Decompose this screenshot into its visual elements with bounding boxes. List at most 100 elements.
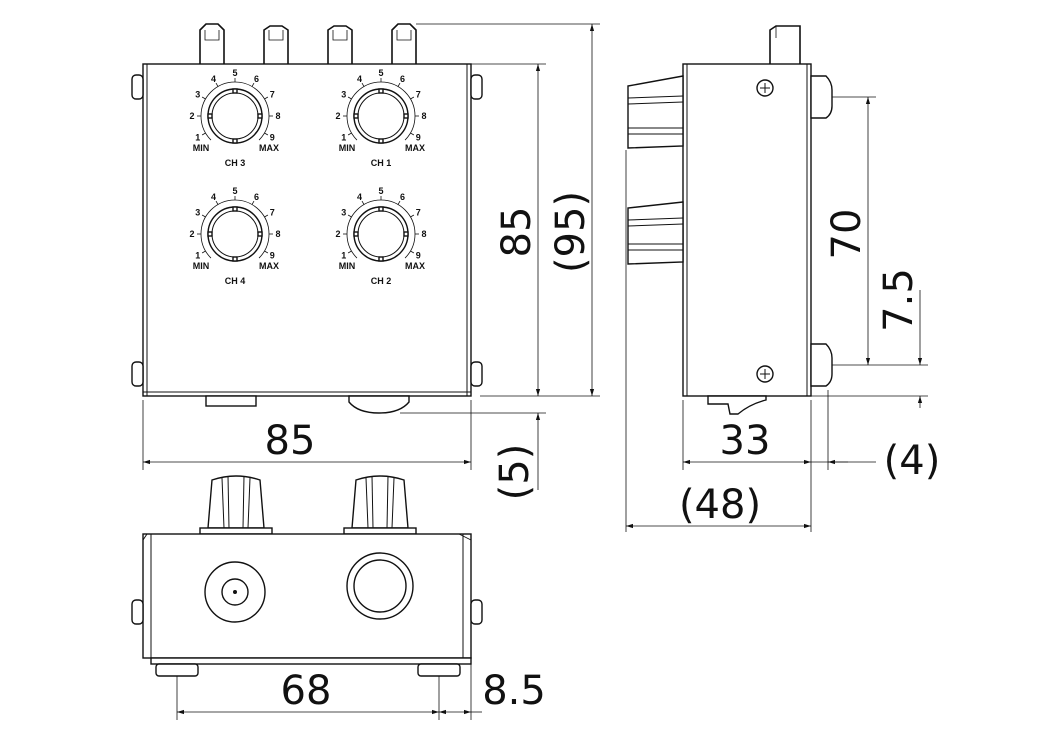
knob-scale-label: 6	[400, 74, 405, 84]
knob-scale-label: 6	[400, 192, 405, 202]
knob-mark	[353, 113, 359, 119]
dim-side-overall-depth: (48)	[679, 482, 761, 528]
knob-mark	[403, 231, 409, 237]
knob-mark	[378, 138, 384, 144]
knob-min-label: MIN	[339, 261, 356, 271]
knob-mark	[378, 88, 384, 94]
front-panel	[142, 63, 472, 397]
knob-scale-label: 4	[211, 192, 216, 202]
knob-min-label: MIN	[339, 143, 356, 153]
side-bottom-foot	[707, 395, 767, 415]
bottom-panel	[142, 533, 472, 659]
bottom-side-screw-right	[470, 599, 483, 625]
knob-tick	[201, 250, 206, 254]
knob-max-label: MAX	[405, 143, 425, 153]
knob-scale-label: 2	[189, 111, 194, 121]
power-button	[346, 552, 414, 620]
knob-tick	[410, 214, 415, 218]
knob-tick	[215, 82, 219, 87]
bottom-foot-right	[417, 663, 461, 677]
knob-scale-label: 2	[335, 111, 340, 121]
knob-scale-label: 8	[421, 111, 426, 121]
knob-mark	[403, 113, 409, 119]
knob-tick	[410, 132, 415, 136]
knob-tick	[251, 82, 255, 87]
knob-mark	[257, 231, 263, 237]
side-screw-bottom	[756, 365, 774, 383]
knob-scale-label: 8	[275, 229, 280, 239]
knob-tick	[361, 82, 365, 87]
bottom-view	[131, 475, 483, 677]
knob-scale-label: 3	[341, 208, 346, 218]
knob-scale-label: 3	[195, 90, 200, 100]
knob-tick	[361, 200, 365, 205]
knob-tick	[347, 214, 352, 218]
knob-mark	[353, 231, 359, 237]
bottom-side-screw-left	[131, 599, 144, 625]
knob-mark	[378, 206, 384, 212]
knob-scale-label: 9	[270, 133, 275, 143]
knob-scale-label: 2	[189, 229, 194, 239]
knob-mark	[232, 88, 238, 94]
knob-outer-ring	[353, 206, 409, 262]
knob-channel-label: CH 3	[225, 158, 246, 168]
knob-scale-arc	[346, 199, 416, 259]
knob-max-label: MAX	[259, 261, 279, 271]
knob-mark	[207, 231, 213, 237]
side-jack-lower	[810, 343, 833, 387]
knob-channel-label: CH 4	[225, 276, 246, 286]
side-dimensions: 70 7.5 33 (4) (48)	[625, 96, 941, 532]
front-bottom-foot-right	[348, 395, 410, 414]
knob-outer-ring	[207, 88, 263, 144]
knob-scale-label: 6	[254, 74, 259, 84]
top-connectors	[199, 23, 417, 64]
dim-side-bottom-offset: 7.5	[876, 268, 922, 332]
bottom-dimensions: 68 8.5	[176, 664, 546, 720]
knob-scale-label: 4	[357, 192, 362, 202]
dim-side-foot: (4)	[884, 438, 941, 484]
dim-bottom-foot-pitch: 68	[281, 668, 332, 714]
knob-scale-arc	[346, 81, 416, 141]
knob-tick	[347, 250, 352, 254]
dim-overall-height: (95)	[548, 191, 594, 273]
front-side-screws	[131, 74, 483, 387]
knob-scale-label: 1	[195, 251, 200, 261]
knob-scale-arc	[200, 199, 270, 259]
knob-scale-label: 7	[416, 208, 421, 218]
dim-side-knob-pitch: 70	[824, 209, 870, 260]
dim-foot-protrusion: (5)	[492, 444, 538, 501]
knob-tick	[410, 96, 415, 100]
knob-tick	[347, 96, 352, 100]
knob-tick	[264, 214, 269, 218]
knob-scale-label: 8	[421, 229, 426, 239]
knob-tick	[201, 96, 206, 100]
knob-channel-label: CH 2	[371, 276, 392, 286]
dim-side-depth: 33	[720, 418, 771, 464]
knob-mark	[257, 113, 263, 119]
knob-min-label: MIN	[193, 261, 210, 271]
knob-mark	[378, 256, 384, 262]
knob-tick	[264, 250, 269, 254]
bottom-knob-left	[199, 475, 273, 535]
knob-min-label: MIN	[193, 143, 210, 153]
knob-tick	[264, 96, 269, 100]
knob-scale-label: 3	[195, 208, 200, 218]
knob-scale-label: 8	[275, 111, 280, 121]
knob-tick	[201, 214, 206, 218]
bottom-foot-left	[155, 663, 199, 677]
side-knob-upper	[627, 75, 684, 149]
front-dimensions: 85 (95) 85 (5)	[142, 23, 600, 501]
knob-max-label: MAX	[405, 261, 425, 271]
knob-scale-label: 7	[270, 90, 275, 100]
knob-outer-ring	[353, 88, 409, 144]
knob-max-label: MAX	[259, 143, 279, 153]
knob-tick	[410, 250, 415, 254]
knob-mark	[232, 138, 238, 144]
knob-scale-label: 5	[232, 186, 237, 196]
knob-scale-label: 7	[416, 90, 421, 100]
